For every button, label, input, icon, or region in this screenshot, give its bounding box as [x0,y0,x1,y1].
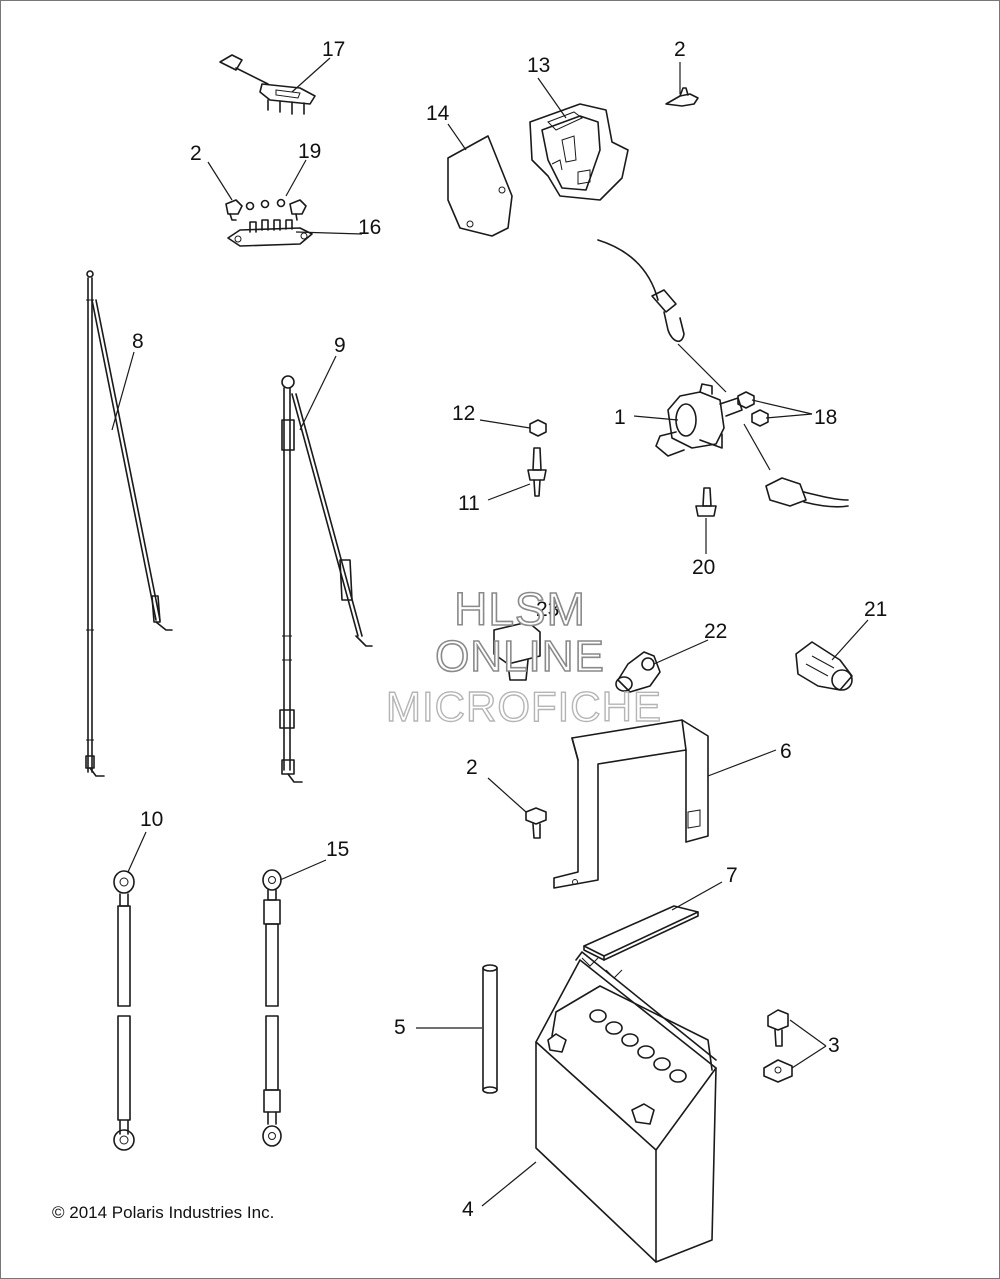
callout-13: 13 [527,54,550,77]
callout-20: 20 [692,556,715,579]
callout-8: 8 [132,330,144,353]
callout-5: 5 [394,1016,406,1039]
callout-17: 17 [322,38,345,61]
part-14-cover-plate[interactable] [447,135,513,237]
part-15-short-cable[interactable] [262,869,282,1147]
part-10-short-cable[interactable] [113,870,135,1151]
part-8-cable[interactable] [85,270,173,777]
callout-4: 4 [462,1198,474,1221]
part-16-terminal-block[interactable] [227,219,313,247]
callout-23: 23 [536,598,559,621]
part-9-cable[interactable] [279,375,373,783]
callout-6: 6 [780,740,792,763]
leader-lines [111,57,869,1207]
part-1-solenoid[interactable] [655,383,743,457]
callout-2: 2 [674,38,686,61]
part-5-vent-tube[interactable] [482,964,498,1094]
cable-positive [597,239,727,393]
callout-7: 7 [726,864,738,887]
part-21-terminal-boot[interactable] [795,641,853,691]
callout-18: 18 [814,406,837,429]
callout-numbers: 17 2 19 16 13 2 14 8 9 1 18 12 11 20 23 … [132,38,887,1221]
part-22-terminal-boot[interactable] [615,651,661,693]
callout-16: 16 [358,216,381,239]
part-2-bolt-top[interactable] [665,87,699,107]
callout-3: 3 [828,1034,840,1057]
part-13-module-housing[interactable] [529,103,629,201]
callout-14: 14 [426,102,450,125]
part-19-fasteners[interactable] [225,198,307,221]
part-4-battery[interactable] [535,951,717,1263]
part-12-nut[interactable] [529,419,547,437]
callout-9: 9 [334,334,346,357]
callout-21: 21 [864,598,887,621]
copyright-text: © 2014 Polaris Industries Inc. [52,1203,275,1222]
part-6-hold-down-bracket[interactable] [553,719,709,889]
callout-22: 22 [704,620,727,643]
callout-11: 11 [458,492,480,515]
part-23-terminal-boot[interactable] [493,621,541,681]
cable-negative [743,423,849,508]
part-2-bolt-bracket[interactable] [525,807,547,839]
part-7-battery-pad[interactable] [583,905,699,961]
callout-10: 10 [140,808,163,831]
callout-19: 19 [298,140,321,163]
callout-2: 2 [190,142,202,165]
callout-15: 15 [326,838,349,861]
part-20-bolt[interactable] [695,487,717,517]
part-3-bolt-and-nut[interactable] [763,1009,793,1083]
part-11-stud[interactable] [527,447,547,497]
part-18-nuts[interactable] [737,391,769,427]
callout-2: 2 [466,756,478,779]
part-17-plug-strip[interactable] [219,54,316,115]
callout-1: 1 [614,406,626,429]
callout-12: 12 [452,402,475,425]
